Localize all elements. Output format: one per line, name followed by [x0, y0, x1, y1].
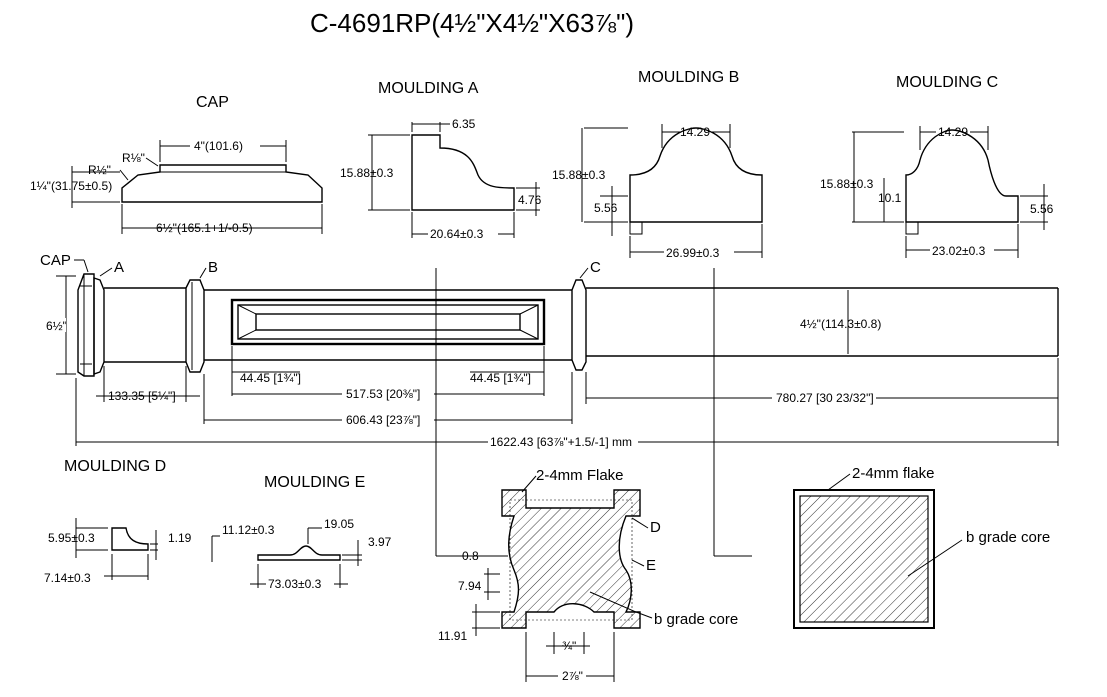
column-cap-label: CAP — [40, 252, 71, 269]
cap-profile: 4"(101.6) R⅛" R½" 1¼"(31.75±0.5) 6½"(165… — [30, 139, 323, 235]
moulding-e-left: 11.12±0.3 — [222, 523, 275, 537]
section1-dim-08: 0.8 — [462, 549, 479, 563]
column-elevation: CAP A B C 6½" 4½"(114.3±0.8) 133.35 [5¼"… — [40, 252, 1059, 557]
moulding-c-top: 14.29 — [938, 125, 968, 139]
moulding-c-right: 5.56 — [1030, 202, 1054, 216]
section-view-2: 2-4mm flake b grade core — [793, 465, 1050, 629]
section-view-1: 2-4mm Flake D E 0.8 7.94 11.91 b grade c… — [438, 467, 738, 683]
moulding-b-heading: MOULDING B — [638, 69, 740, 86]
moulding-a-profile: 6.35 15.88±0.3 4.76 20.64±0.3 — [340, 117, 542, 241]
moulding-a-top: 6.35 — [452, 117, 476, 131]
column-b-label: B — [208, 259, 218, 276]
dim-517: 517.53 [20⅜"] — [346, 387, 420, 401]
moulding-b-profile: 14.29 15.88±0.3 5.56 26.99±0.3 — [552, 124, 763, 260]
dim-total: 1622.43 [63⅞"+1.5/-1] mm — [490, 435, 632, 449]
cap-r2: R½" — [88, 163, 111, 177]
section1-dim-278: 2⅞" — [562, 669, 583, 683]
section1-dim-1191: 11.91 — [438, 629, 467, 643]
moulding-d-width: 7.14±0.3 — [44, 571, 91, 585]
moulding-e-width: 73.03±0.3 — [268, 577, 322, 591]
moulding-b-width: 26.99±0.3 — [666, 246, 720, 260]
cap-r1: R⅛" — [122, 151, 145, 165]
drawing-title: C-4691RP(4½"X4½"X63⅞") — [310, 8, 634, 38]
moulding-c-inner: 10.1 — [878, 191, 902, 205]
dim-133: 133.35 [5¼"] — [108, 389, 176, 403]
moulding-a-right: 4.76 — [518, 193, 542, 207]
cap-heading: CAP — [196, 94, 229, 111]
dim-606: 606.43 [23⅞"] — [346, 413, 420, 427]
moulding-a-width: 20.64±0.3 — [430, 227, 484, 241]
moulding-a-height: 15.88±0.3 — [340, 166, 394, 180]
column-a-label: A — [114, 259, 124, 276]
moulding-a-heading: MOULDING A — [378, 80, 479, 97]
dim-780: 780.27 [30 23/32"] — [776, 391, 874, 405]
moulding-e-profile: 11.12±0.3 19.05 3.97 73.03±0.3 — [211, 517, 392, 592]
moulding-d-heading: MOULDING D — [64, 458, 167, 475]
column-c-label: C — [590, 259, 601, 276]
section1-core-label: b grade core — [654, 611, 738, 628]
cap-top-width: 4"(101.6) — [194, 139, 243, 153]
cap-width: 6½"(165.1+1/-0.5) — [156, 221, 253, 235]
moulding-c-heading: MOULDING C — [896, 74, 999, 91]
column-left-height: 6½" — [46, 319, 67, 333]
moulding-d-right: 1.19 — [168, 531, 192, 545]
moulding-c-profile: 14.29 15.88±0.3 10.1 5.56 23.02±0.3 — [820, 125, 1054, 258]
moulding-b-height: 15.88±0.3 — [552, 168, 606, 182]
section2-core-label: b grade core — [966, 529, 1050, 546]
moulding-c-width: 23.02±0.3 — [932, 244, 986, 258]
moulding-e-heading: MOULDING E — [264, 474, 366, 491]
moulding-d-height: 5.95±0.3 — [48, 531, 95, 545]
moulding-d-profile: 5.95±0.3 1.19 7.14±0.3 — [44, 518, 192, 585]
section1-d-label: D — [650, 519, 661, 536]
column-right-height: 4½"(114.3±0.8) — [800, 317, 881, 331]
moulding-b-top: 14.29 — [680, 125, 710, 139]
section2-flake-label: 2-4mm flake — [852, 465, 935, 482]
moulding-e-right: 19.05 — [324, 517, 354, 531]
cap-height: 1¼"(31.75±0.5) — [30, 179, 112, 193]
moulding-b-left: 5.56 — [594, 201, 618, 215]
moulding-c-height: 15.88±0.3 — [820, 177, 874, 191]
section1-flake-label: 2-4mm Flake — [536, 467, 624, 484]
dim-44-right: 44.45 [1¾"] — [470, 371, 531, 385]
section1-e-label: E — [646, 557, 656, 574]
dim-44-left: 44.45 [1¾"] — [240, 371, 301, 385]
moulding-e-height: 3.97 — [368, 535, 392, 549]
section1-dim-34: ¾" — [562, 639, 576, 653]
section1-dim-794: 7.94 — [458, 579, 482, 593]
